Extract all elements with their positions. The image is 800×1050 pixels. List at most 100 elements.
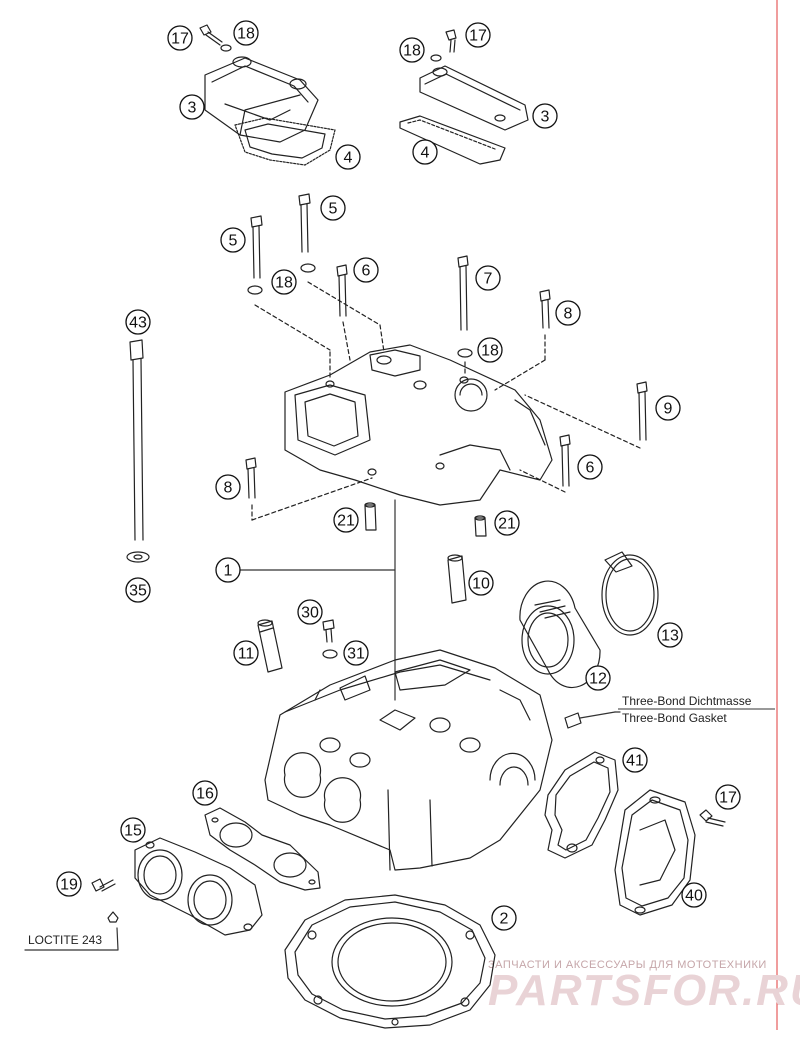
callout-circle xyxy=(399,37,425,63)
valve-guide-11 xyxy=(257,619,283,673)
callout-circle xyxy=(215,474,241,500)
callout-30: 30 xyxy=(297,599,323,625)
callout-number: 8 xyxy=(564,306,573,323)
callout-number: 43 xyxy=(129,315,147,332)
callout-number: 17 xyxy=(719,790,737,807)
callout-number: 21 xyxy=(337,513,355,530)
callout-circle xyxy=(477,337,503,363)
watermark-tagline: ЗАПЧАСТИ И АКСЕССУАРЫ ДЛЯ МОТОТЕХНИКИ xyxy=(488,959,767,971)
callout-circle xyxy=(715,784,741,810)
callout-number: 12 xyxy=(589,671,607,688)
callout-circle xyxy=(468,570,494,596)
callout-number: 18 xyxy=(275,275,293,292)
callout-circle xyxy=(320,195,346,221)
watermark: ЗАПЧАСТИ И АКСЕССУАРЫ ДЛЯ МОТОТЕХНИКИ PA… xyxy=(488,959,800,1015)
bolt-17-top-left xyxy=(199,24,232,52)
callout-13: 13 xyxy=(657,622,683,648)
callout-40: 40 xyxy=(681,882,707,908)
callout-circle xyxy=(555,300,581,326)
callout-5-b: 5 xyxy=(320,195,346,221)
callout-17-c: 17 xyxy=(715,784,741,810)
callout-8-a: 8 xyxy=(555,300,581,326)
callout-circle xyxy=(179,94,205,120)
callout-6-b: 6 xyxy=(577,454,603,480)
intake-flange-15 xyxy=(134,837,263,936)
camshaft-carrier xyxy=(284,344,553,506)
callout-circle xyxy=(220,227,246,253)
callout-circle xyxy=(125,309,151,335)
callout-circle xyxy=(192,780,218,806)
sealant-note: Three-Bond Dichtmasse Three-Bond Gasket xyxy=(618,694,775,725)
callout-number: 19 xyxy=(60,877,78,894)
bolt-9 xyxy=(636,381,648,441)
dowel-pin-21-left xyxy=(364,502,377,531)
callout-4-a: 4 xyxy=(335,144,361,170)
callout-17-b: 17 xyxy=(465,22,491,48)
callout-number: 3 xyxy=(541,109,550,126)
callout-circle xyxy=(167,25,193,51)
loctite-drop xyxy=(107,911,119,923)
callout-number: 5 xyxy=(329,201,338,218)
callout-3-b: 3 xyxy=(532,103,558,129)
callout-number: 17 xyxy=(469,28,487,45)
callout-circle xyxy=(333,507,359,533)
callout-number: 15 xyxy=(124,823,142,840)
callout-31: 31 xyxy=(343,640,369,666)
callout-number: 4 xyxy=(344,150,353,167)
callout-circle xyxy=(343,640,369,666)
callout-number: 11 xyxy=(238,646,255,663)
callout-circle xyxy=(297,599,323,625)
callout-circle xyxy=(475,265,501,291)
callout-6-a: 6 xyxy=(353,257,379,283)
head-gasket-2 xyxy=(284,894,496,1029)
callout-circle xyxy=(465,22,491,48)
valve-cover-gasket-left xyxy=(234,117,336,166)
callout-21-b: 21 xyxy=(494,510,520,536)
callout-2: 2 xyxy=(491,905,517,931)
sealant-note-line1: Three-Bond Dichtmasse xyxy=(622,694,752,708)
callout-circle xyxy=(215,557,241,583)
callout-18-b: 18 xyxy=(399,37,425,63)
loctite-note: LOCTITE 243 xyxy=(28,933,102,947)
callout-number: 7 xyxy=(484,271,493,288)
callout-19: 19 xyxy=(56,871,82,897)
bolt-17-right xyxy=(699,809,726,827)
callout-circle xyxy=(233,20,259,46)
callout-circle xyxy=(120,817,146,843)
callout-circle xyxy=(577,454,603,480)
intake-gasket-16 xyxy=(204,807,321,891)
callout-circle xyxy=(125,577,151,603)
dowel-pin-21-right xyxy=(474,515,487,537)
callout-circle xyxy=(657,622,683,648)
callout-1: 1 xyxy=(215,557,241,583)
callout-circle xyxy=(532,103,558,129)
callout-circle xyxy=(412,139,438,165)
side-cover-40 xyxy=(614,789,696,916)
callout-7: 7 xyxy=(475,265,501,291)
bolt-7 xyxy=(457,255,473,358)
callout-18-c: 18 xyxy=(271,269,297,295)
callout-number: 6 xyxy=(362,263,371,280)
callout-18-d: 18 xyxy=(477,337,503,363)
callout-number: 5 xyxy=(229,233,238,250)
callout-16: 16 xyxy=(192,780,218,806)
bolt-6-lower xyxy=(559,434,571,487)
callout-number: 35 xyxy=(129,583,147,600)
callout-8-b: 8 xyxy=(215,474,241,500)
callout-number: 10 xyxy=(472,576,490,593)
callout-number: 1 xyxy=(224,563,233,580)
callout-3-a: 3 xyxy=(179,94,205,120)
bolt-5-right xyxy=(298,193,316,273)
bolt-17-top-right xyxy=(430,29,457,62)
callout-18-a: 18 xyxy=(233,20,259,46)
washer-31 xyxy=(322,649,338,659)
callout-number: 9 xyxy=(664,401,673,418)
callout-9: 9 xyxy=(655,395,681,421)
callout-circle xyxy=(271,269,297,295)
stud-bolt-43 xyxy=(126,339,150,563)
callout-circle xyxy=(56,871,82,897)
gasket-41 xyxy=(544,751,619,859)
watermark-brand: PARTSFOR.RU xyxy=(488,966,800,1015)
callout-circle xyxy=(491,905,517,931)
intake-boot-12 xyxy=(519,580,601,689)
